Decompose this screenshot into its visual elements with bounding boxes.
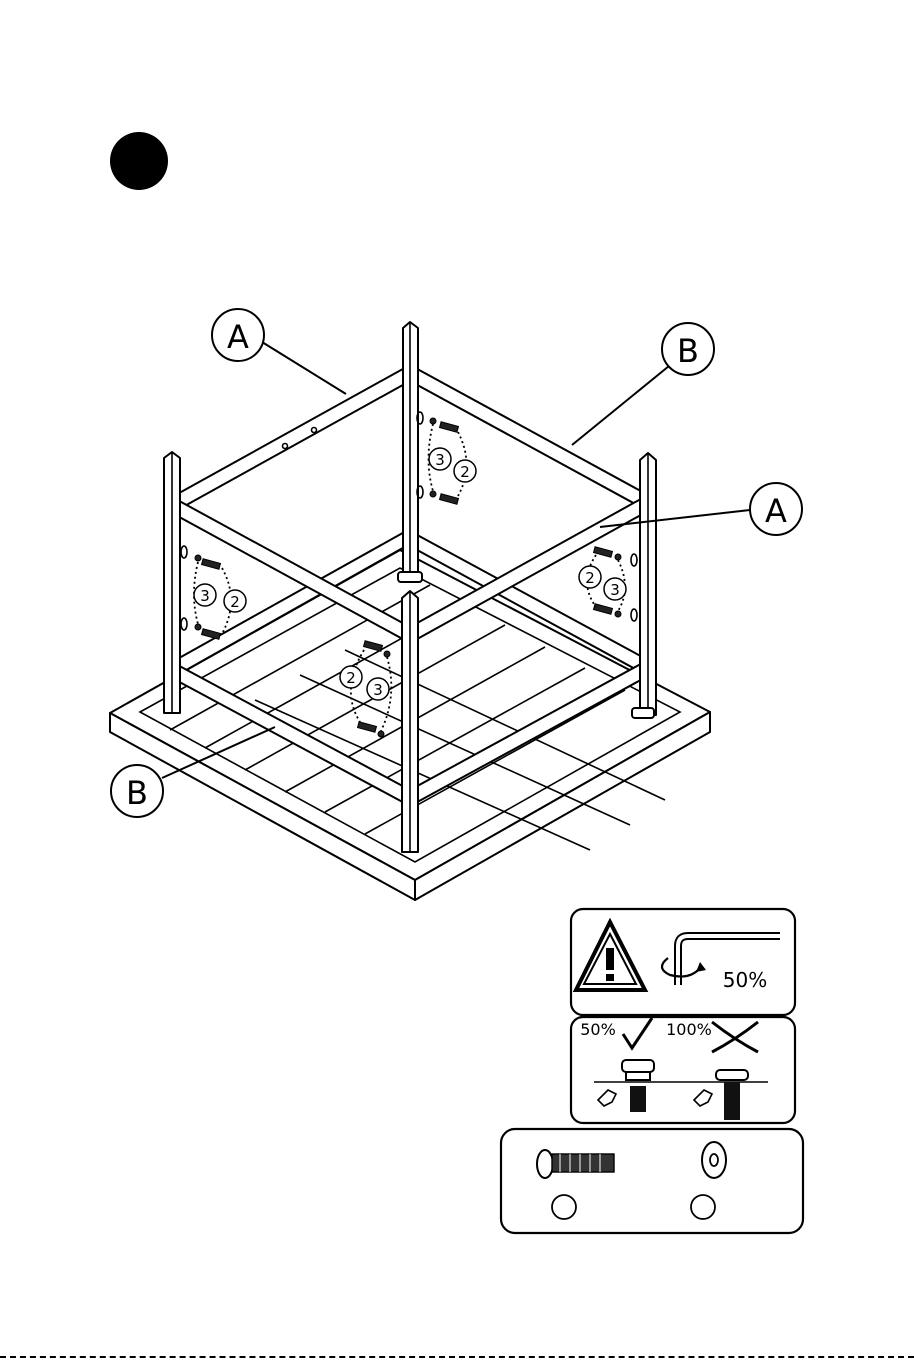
torque-percent: 50% bbox=[723, 968, 767, 992]
fastener-step-number: 3 bbox=[610, 581, 620, 599]
torque-warning-panel: 50% bbox=[571, 909, 795, 1015]
fastener-step-number: 2 bbox=[585, 569, 595, 587]
part-label: A bbox=[765, 492, 787, 530]
part-label: B bbox=[126, 774, 148, 812]
fastener-step-number: 3 bbox=[373, 681, 383, 699]
callout-b-top: B bbox=[662, 323, 714, 375]
part-label: B bbox=[677, 332, 699, 370]
fastener-step-number: 3 bbox=[200, 587, 210, 605]
fastener-step-number: 2 bbox=[346, 669, 356, 687]
parts-panel bbox=[501, 1129, 803, 1233]
fastener-group-back: 3 2 bbox=[429, 418, 477, 504]
bolt-quantity-circle bbox=[552, 1195, 576, 1219]
fastener-group-right: 2 3 bbox=[579, 547, 626, 617]
callout-a-right: A bbox=[750, 483, 802, 535]
tighten-comparison-panel: 50% 100% bbox=[571, 1017, 795, 1123]
callout-b-bottom: B bbox=[111, 765, 163, 817]
part-label: A bbox=[227, 318, 249, 356]
callout-a-top: A bbox=[212, 309, 264, 361]
washer-icon bbox=[702, 1142, 726, 1178]
fastener-step-number: 2 bbox=[460, 463, 470, 481]
fastener-step-number: 3 bbox=[435, 451, 445, 469]
ok-percent: 50% bbox=[580, 1020, 616, 1039]
bad-percent: 100% bbox=[666, 1020, 712, 1039]
washer-quantity-circle bbox=[691, 1195, 715, 1219]
fastener-step-number: 2 bbox=[230, 593, 240, 611]
page-bottom-rule bbox=[0, 1356, 914, 1358]
